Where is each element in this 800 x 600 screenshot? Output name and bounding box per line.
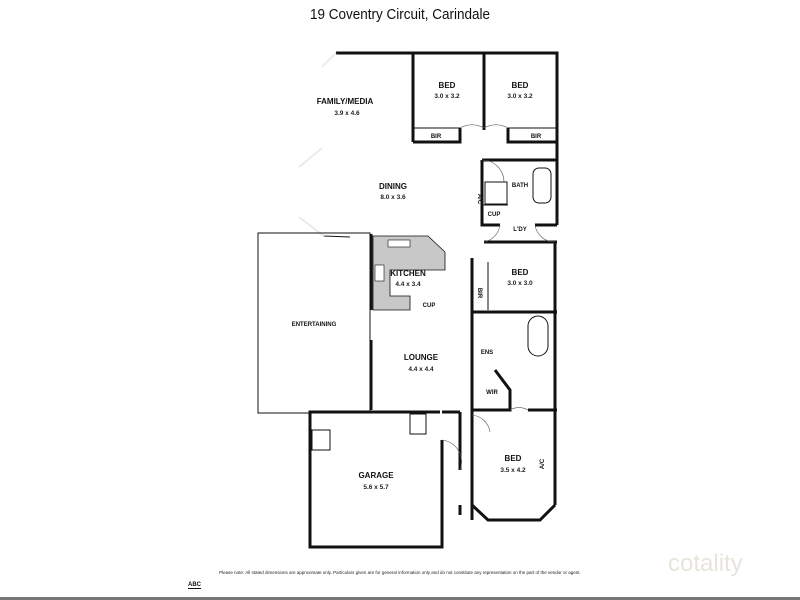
cup2-label: CUP bbox=[423, 303, 436, 309]
cooktop-icon bbox=[374, 264, 385, 282]
bath-label: BATH bbox=[512, 183, 528, 189]
bir2-label: BIR bbox=[531, 134, 542, 140]
ens-label: ENS bbox=[481, 350, 493, 356]
plan-title: 19 Coventry Circuit, Carindale bbox=[309, 6, 491, 23]
sink-icon bbox=[387, 239, 411, 248]
abc-logo: ABC bbox=[188, 582, 201, 589]
garage-dims: 5.6 x 5.7 bbox=[363, 484, 389, 491]
walls bbox=[257, 51, 559, 549]
family-dims: 3.9 x 4.6 bbox=[334, 110, 360, 117]
kitchen-label: KITCHEN bbox=[390, 269, 426, 278]
bed3-dims: 3.0 x 3.0 bbox=[507, 280, 533, 287]
dining-label: DINING bbox=[379, 182, 407, 191]
wir-label: WIR bbox=[486, 390, 498, 396]
bed4-label: BED bbox=[505, 454, 522, 463]
entertaining-label: ENTERTAINING bbox=[292, 322, 337, 328]
garage-label: GARAGE bbox=[358, 471, 394, 480]
lounge-label: LOUNGE bbox=[404, 353, 439, 362]
bottom-border bbox=[0, 597, 800, 600]
laundry-label: L'DY bbox=[513, 227, 526, 233]
bed2-dims: 3.0 x 3.2 bbox=[507, 93, 533, 100]
bed4-dims: 3.5 x 4.2 bbox=[500, 467, 526, 474]
kitchen-counter bbox=[372, 235, 446, 311]
disclaimer: Please note: All stated dimensions are a… bbox=[219, 570, 581, 575]
kitchen-dims: 4.4 x 3.4 bbox=[395, 281, 421, 288]
bir3-label: BIR bbox=[476, 288, 482, 299]
ac1-label: A/C bbox=[476, 194, 482, 205]
bed3-label: BED bbox=[512, 268, 529, 277]
lounge-dims: 4.4 x 4.4 bbox=[408, 366, 434, 373]
bed1-dims: 3.0 x 3.2 bbox=[434, 93, 460, 100]
family-label: FAMILY/MEDIA bbox=[317, 97, 374, 106]
cotality-watermark: cotality bbox=[668, 550, 743, 577]
cup1-label: CUP bbox=[488, 212, 501, 218]
bed2-label: BED bbox=[512, 81, 529, 90]
ac2-label: A/C bbox=[540, 458, 546, 469]
dining-dims: 8.0 x 3.6 bbox=[380, 194, 406, 201]
bir1-label: BIR bbox=[431, 134, 442, 140]
bed1-label: BED bbox=[439, 81, 456, 90]
